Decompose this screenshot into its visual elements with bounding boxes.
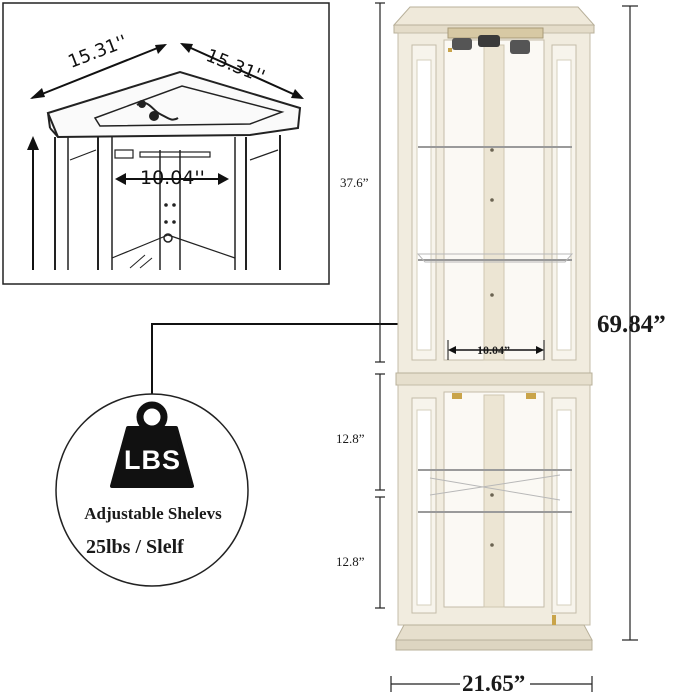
badge-line-1: Adjustable Shelevs [84, 504, 222, 523]
total-width-label: 21.65” [462, 671, 526, 696]
corner-sketch-inset [2, 2, 330, 285]
badge-line-2: 25lbs / Slelf [86, 536, 184, 558]
weight-icon-text: LBS [124, 445, 181, 475]
lower-height-2-label: 12.8” [336, 554, 365, 569]
weight-icon [110, 401, 194, 488]
lower-height-1-label: 12.8” [336, 431, 365, 446]
upper-height-label: 37.6” [340, 175, 369, 190]
sketch-inner-width-label: 10.04'' [140, 167, 205, 189]
total-height-label: 69.84” [597, 311, 666, 338]
shelf-width-label: 10.04” [477, 343, 510, 357]
badge-circle [55, 393, 249, 587]
dimension-lines [375, 2, 638, 692]
display-cabinet [392, 6, 596, 651]
